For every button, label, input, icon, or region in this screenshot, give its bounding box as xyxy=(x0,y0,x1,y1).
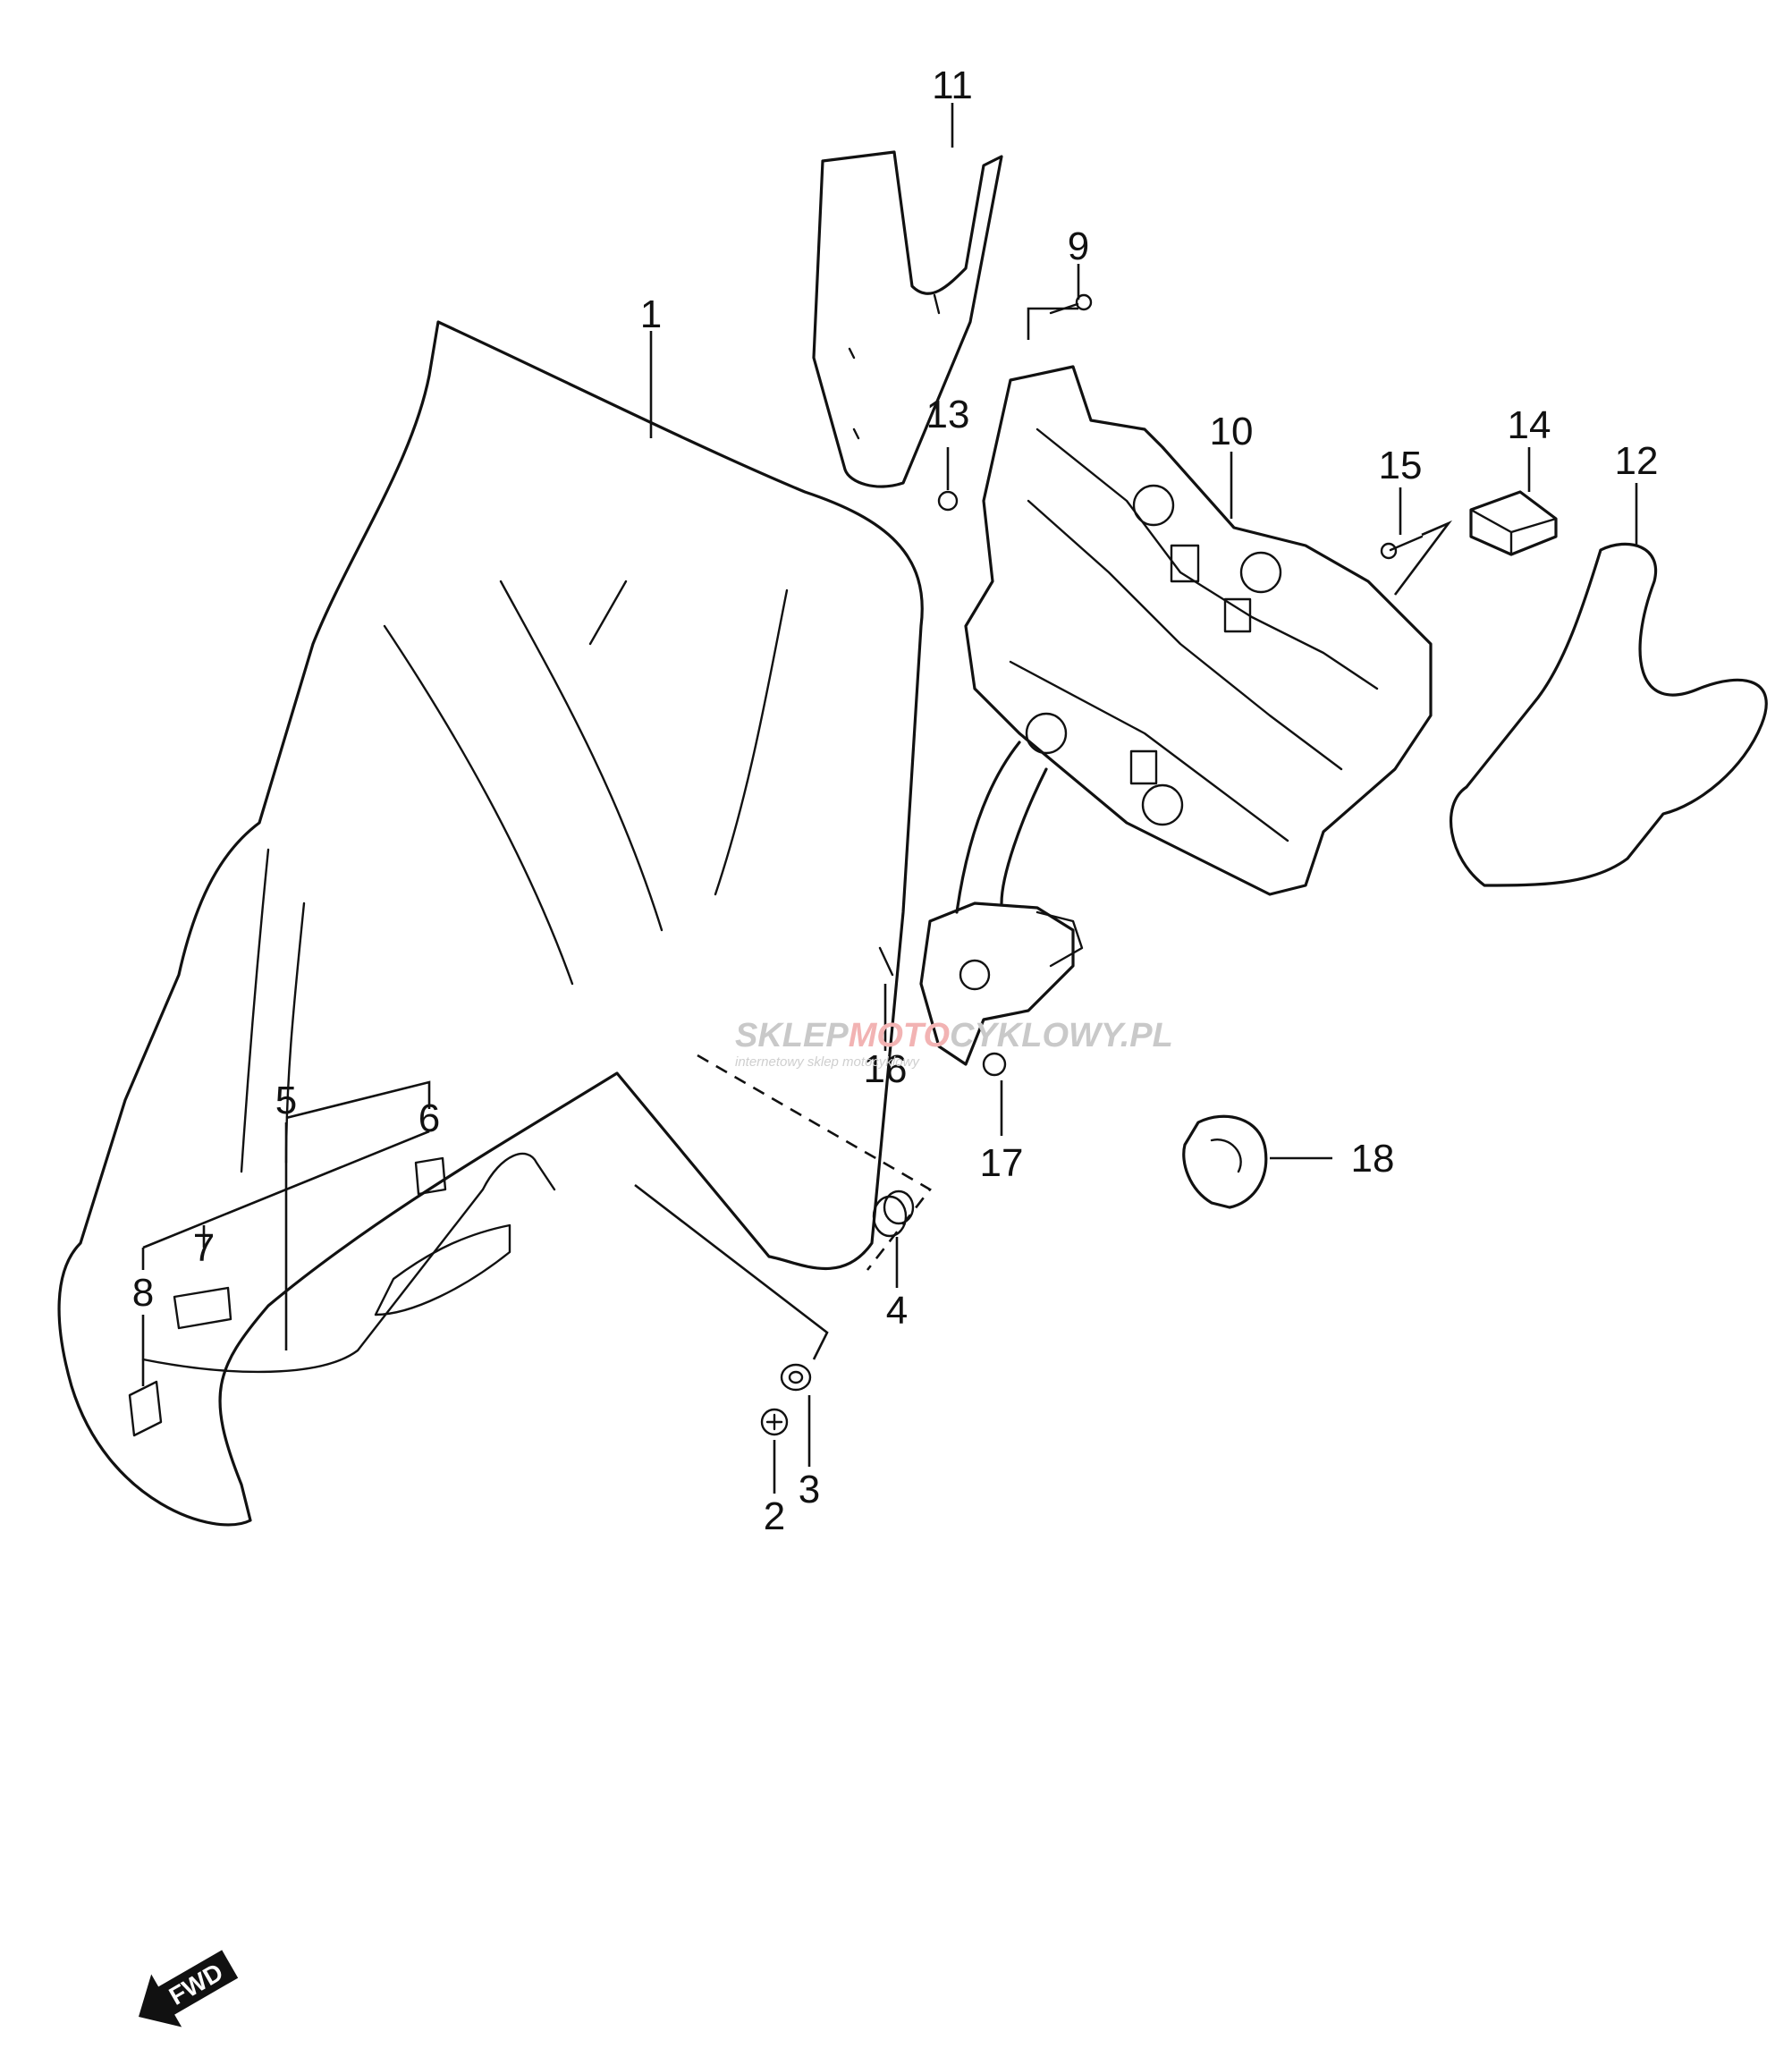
callout-9: 9 xyxy=(1068,224,1089,268)
windscreen xyxy=(57,320,924,1527)
grommet-4 xyxy=(872,1189,915,1238)
callout-18: 18 xyxy=(1351,1137,1395,1181)
callout-16: 16 xyxy=(864,1047,908,1091)
callout-13: 13 xyxy=(926,393,970,436)
leader-lines xyxy=(141,103,1638,1494)
emblem-8 xyxy=(128,1380,163,1437)
nut-17 xyxy=(982,1052,1007,1077)
callout-8: 8 xyxy=(132,1271,154,1315)
block-14 xyxy=(1469,490,1558,556)
label-7 xyxy=(173,1286,232,1330)
label-6 xyxy=(414,1156,447,1196)
callout-5: 5 xyxy=(275,1079,297,1122)
watermark-brand-c: CYKLOWY xyxy=(950,1017,1127,1054)
svg-text:SKLEPMOTOCYKLOWY.PL: SKLEPMOTOCYKLOWY.PL xyxy=(735,1017,1173,1054)
callout-10: 10 xyxy=(1210,410,1254,453)
right-side-cover xyxy=(1449,542,1768,887)
callout-3: 3 xyxy=(799,1468,820,1511)
screw-9 xyxy=(1049,293,1093,315)
watermark-domain: .PL xyxy=(1120,1017,1173,1054)
callout-labels: 1 2 3 4 5 6 7 8 9 10 11 12 13 14 15 16 1… xyxy=(132,63,1659,1538)
clamp-18 xyxy=(1182,1114,1268,1209)
callout-14: 14 xyxy=(1508,403,1551,447)
watermark-tagline: internetowy sklep motocyklowy xyxy=(735,1054,920,1070)
nut-13 xyxy=(937,490,959,512)
left-side-cover xyxy=(812,150,1003,488)
callout-11: 11 xyxy=(932,63,973,107)
screw-15 xyxy=(1380,535,1424,560)
washer-3 xyxy=(780,1363,812,1392)
callout-17: 17 xyxy=(980,1141,1024,1185)
actuator-motor xyxy=(919,741,1084,1066)
watermark: SKLEPMOTOCYKLOWY.PL internetowy sklep mo… xyxy=(735,1017,1173,1070)
callout-2: 2 xyxy=(764,1494,785,1538)
fwd-arrow: FWD xyxy=(139,1950,239,2027)
screw-2 xyxy=(760,1408,789,1436)
callout-12: 12 xyxy=(1615,439,1659,483)
callout-15: 15 xyxy=(1379,444,1423,487)
bracket-frame xyxy=(964,365,1433,896)
watermark-brand-b: MOTO xyxy=(849,1017,950,1054)
callout-7: 7 xyxy=(193,1226,215,1270)
screw-16 xyxy=(878,946,894,977)
fwd-arrow-icon xyxy=(139,1950,239,2027)
watermark-brand-a: SKLEP xyxy=(735,1017,849,1054)
callout-6: 6 xyxy=(418,1096,440,1140)
callout-4: 4 xyxy=(886,1289,908,1333)
callout-1: 1 xyxy=(640,292,662,336)
